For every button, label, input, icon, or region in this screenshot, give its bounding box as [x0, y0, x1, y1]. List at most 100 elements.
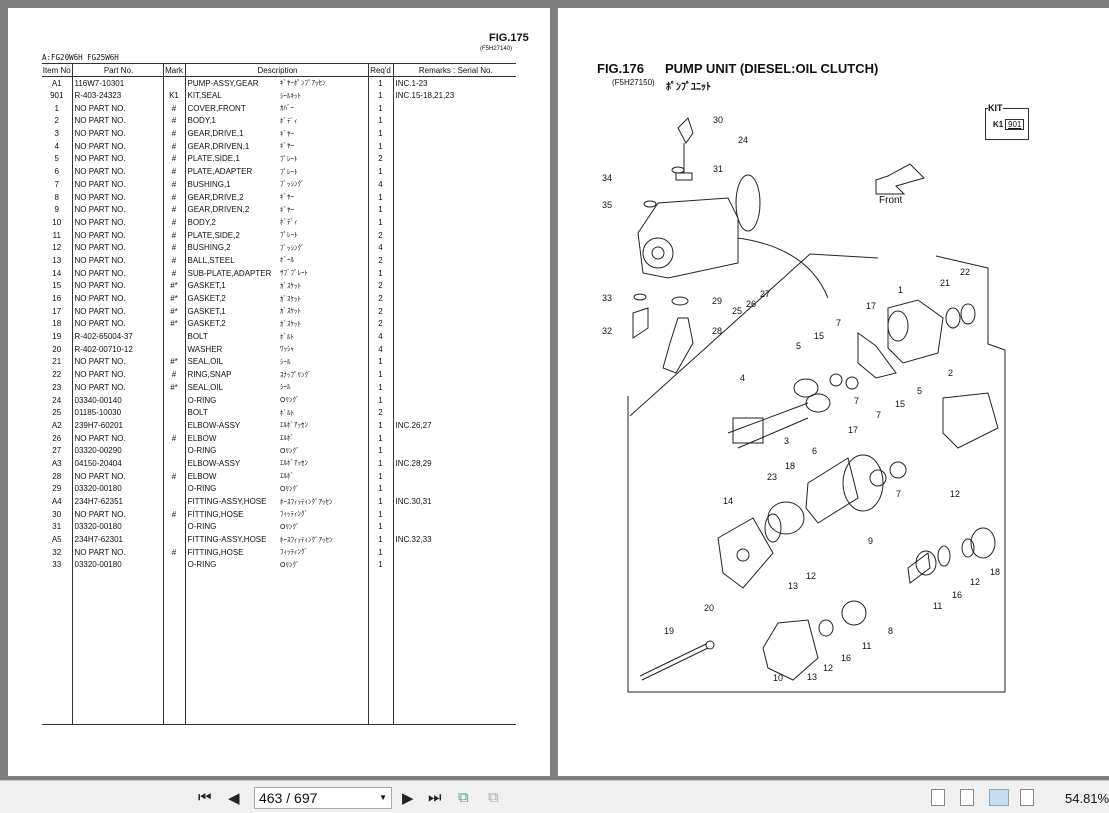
table-cell: 4 — [367, 330, 393, 343]
table-cell: ｼｰﾙｷｯﾄ — [280, 92, 301, 100]
table-cell: # — [162, 469, 185, 483]
table-cell: # — [162, 101, 185, 115]
table-cell: # — [162, 254, 185, 267]
table-cell: ELBOW — [184, 469, 280, 483]
table-cell: ﾌﾟﾚｰﾄ — [280, 168, 298, 176]
table-cell — [392, 279, 516, 293]
table-cell: # — [162, 228, 185, 242]
table-cell: 1 — [367, 381, 393, 394]
table-cell — [162, 419, 185, 432]
table-cell — [392, 507, 516, 521]
table-cell: ｶﾞｽｹｯﾄ — [280, 320, 301, 328]
zoom-level[interactable]: 54.81% — [1065, 791, 1109, 806]
table-cell: 03340-00140 — [71, 393, 163, 407]
table-cell — [392, 393, 516, 407]
last-page-icon[interactable]: ⏭ — [428, 789, 442, 806]
table-cell — [392, 355, 516, 369]
table-cell: 6 — [54, 167, 59, 177]
table-cell: BOLT — [184, 330, 280, 343]
table-cell — [392, 139, 516, 153]
table-cell — [392, 241, 516, 255]
chevron-down-icon[interactable]: ▼ — [379, 793, 387, 802]
first-page-icon[interactable]: ⏮ — [198, 789, 212, 806]
continuous-facing-view-icon[interactable] — [1020, 789, 1034, 806]
table-cell: ﾎﾞﾙﾄ — [280, 409, 294, 417]
table-cell: 32 — [52, 547, 62, 557]
table-cell: #* — [162, 317, 185, 331]
callout-number: 20 — [704, 603, 715, 613]
table-cell: 1 — [367, 457, 393, 470]
previous-page-icon[interactable]: ◀ — [228, 790, 240, 807]
table-cell — [392, 342, 516, 356]
table-cell: 11 — [52, 230, 61, 240]
page-number-input[interactable]: 463 / 697▼ — [254, 787, 392, 809]
table-cell: ｷﾞﾔｰ — [280, 130, 294, 138]
callout-number: 24 — [738, 135, 749, 145]
table-cell: 03320-00180 — [71, 482, 163, 496]
table-cell: ｻﾌﾞﾌﾟﾚｰﾄ — [280, 270, 308, 278]
table-cell: 1 — [367, 101, 393, 115]
callout-number: 28 — [712, 326, 723, 336]
table-cell: #* — [162, 381, 185, 394]
table-cell: 901 — [50, 91, 64, 101]
facing-view-icon[interactable] — [989, 789, 1009, 806]
table-cell: 2 — [367, 279, 393, 293]
previous-view-icon[interactable]: ⧉ — [458, 789, 469, 806]
table-cell — [162, 457, 185, 470]
callout-number: 29 — [712, 296, 723, 306]
table-cell: ﾌｨｯﾃｨﾝｸﾞ — [280, 549, 308, 557]
table-cell: NO PART NO. — [71, 266, 163, 280]
table-cell — [162, 533, 185, 546]
table-cell — [162, 393, 185, 407]
table-cell: BODY,1 — [184, 114, 280, 128]
table-cell: 1 — [367, 545, 393, 559]
table-cell: 1 — [367, 203, 393, 217]
table-cell: 1 — [367, 419, 393, 432]
table-cell — [162, 406, 185, 420]
table-cell: # — [162, 368, 185, 381]
continuous-view-icon[interactable] — [960, 789, 974, 806]
table-cell — [392, 558, 516, 572]
table-cell: 1 — [367, 139, 393, 153]
callout-number: 1 — [898, 285, 904, 295]
fig-number: FIG.175 — [489, 32, 529, 44]
next-page-icon[interactable]: ▶ — [402, 790, 414, 807]
callout-number: 18 — [785, 461, 796, 471]
table-cell: ｶﾞｽｹｯﾄ — [280, 282, 301, 290]
callout-number: 16 — [841, 653, 852, 663]
table-cell: 1 — [367, 368, 393, 381]
table-cell: 14 — [52, 268, 62, 278]
table-cell: 5 — [54, 154, 59, 164]
table-cell: NO PART NO. — [71, 304, 163, 318]
table-cell: BALL,STEEL — [184, 254, 280, 267]
column-header: Mark — [162, 63, 185, 77]
table-cell: A1 — [51, 78, 62, 88]
table-cell: NO PART NO. — [71, 203, 163, 217]
table-cell: ｽﾅｯﾌﾟﾘﾝｸﾞ — [280, 371, 312, 379]
callout-number: 7 — [876, 410, 882, 420]
column-header: Item No — [42, 63, 72, 77]
table-cell: PUMP-ASSY,GEAR — [184, 76, 280, 90]
table-cell: ｷﾞﾔｰ — [280, 206, 294, 214]
table-cell: 1 — [367, 533, 393, 546]
single-page-view-icon[interactable] — [931, 789, 945, 806]
table-cell: 15 — [52, 281, 62, 291]
kit-mark: K1 — [993, 120, 1004, 129]
next-view-icon[interactable]: ⧉ — [488, 789, 499, 806]
table-cell: 29 — [52, 484, 62, 494]
table-cell: # — [162, 152, 185, 166]
callout-number: 7 — [896, 489, 902, 499]
table-cell: # — [162, 507, 185, 521]
kit-item: 901 — [1005, 119, 1025, 130]
table-cell: # — [162, 266, 185, 280]
callout-number: 15 — [814, 331, 825, 341]
table-cell: #* — [162, 304, 185, 318]
callout-number: 17 — [866, 301, 877, 311]
table-cell — [392, 482, 516, 496]
table-cell: 234H7-62301 — [71, 533, 163, 546]
